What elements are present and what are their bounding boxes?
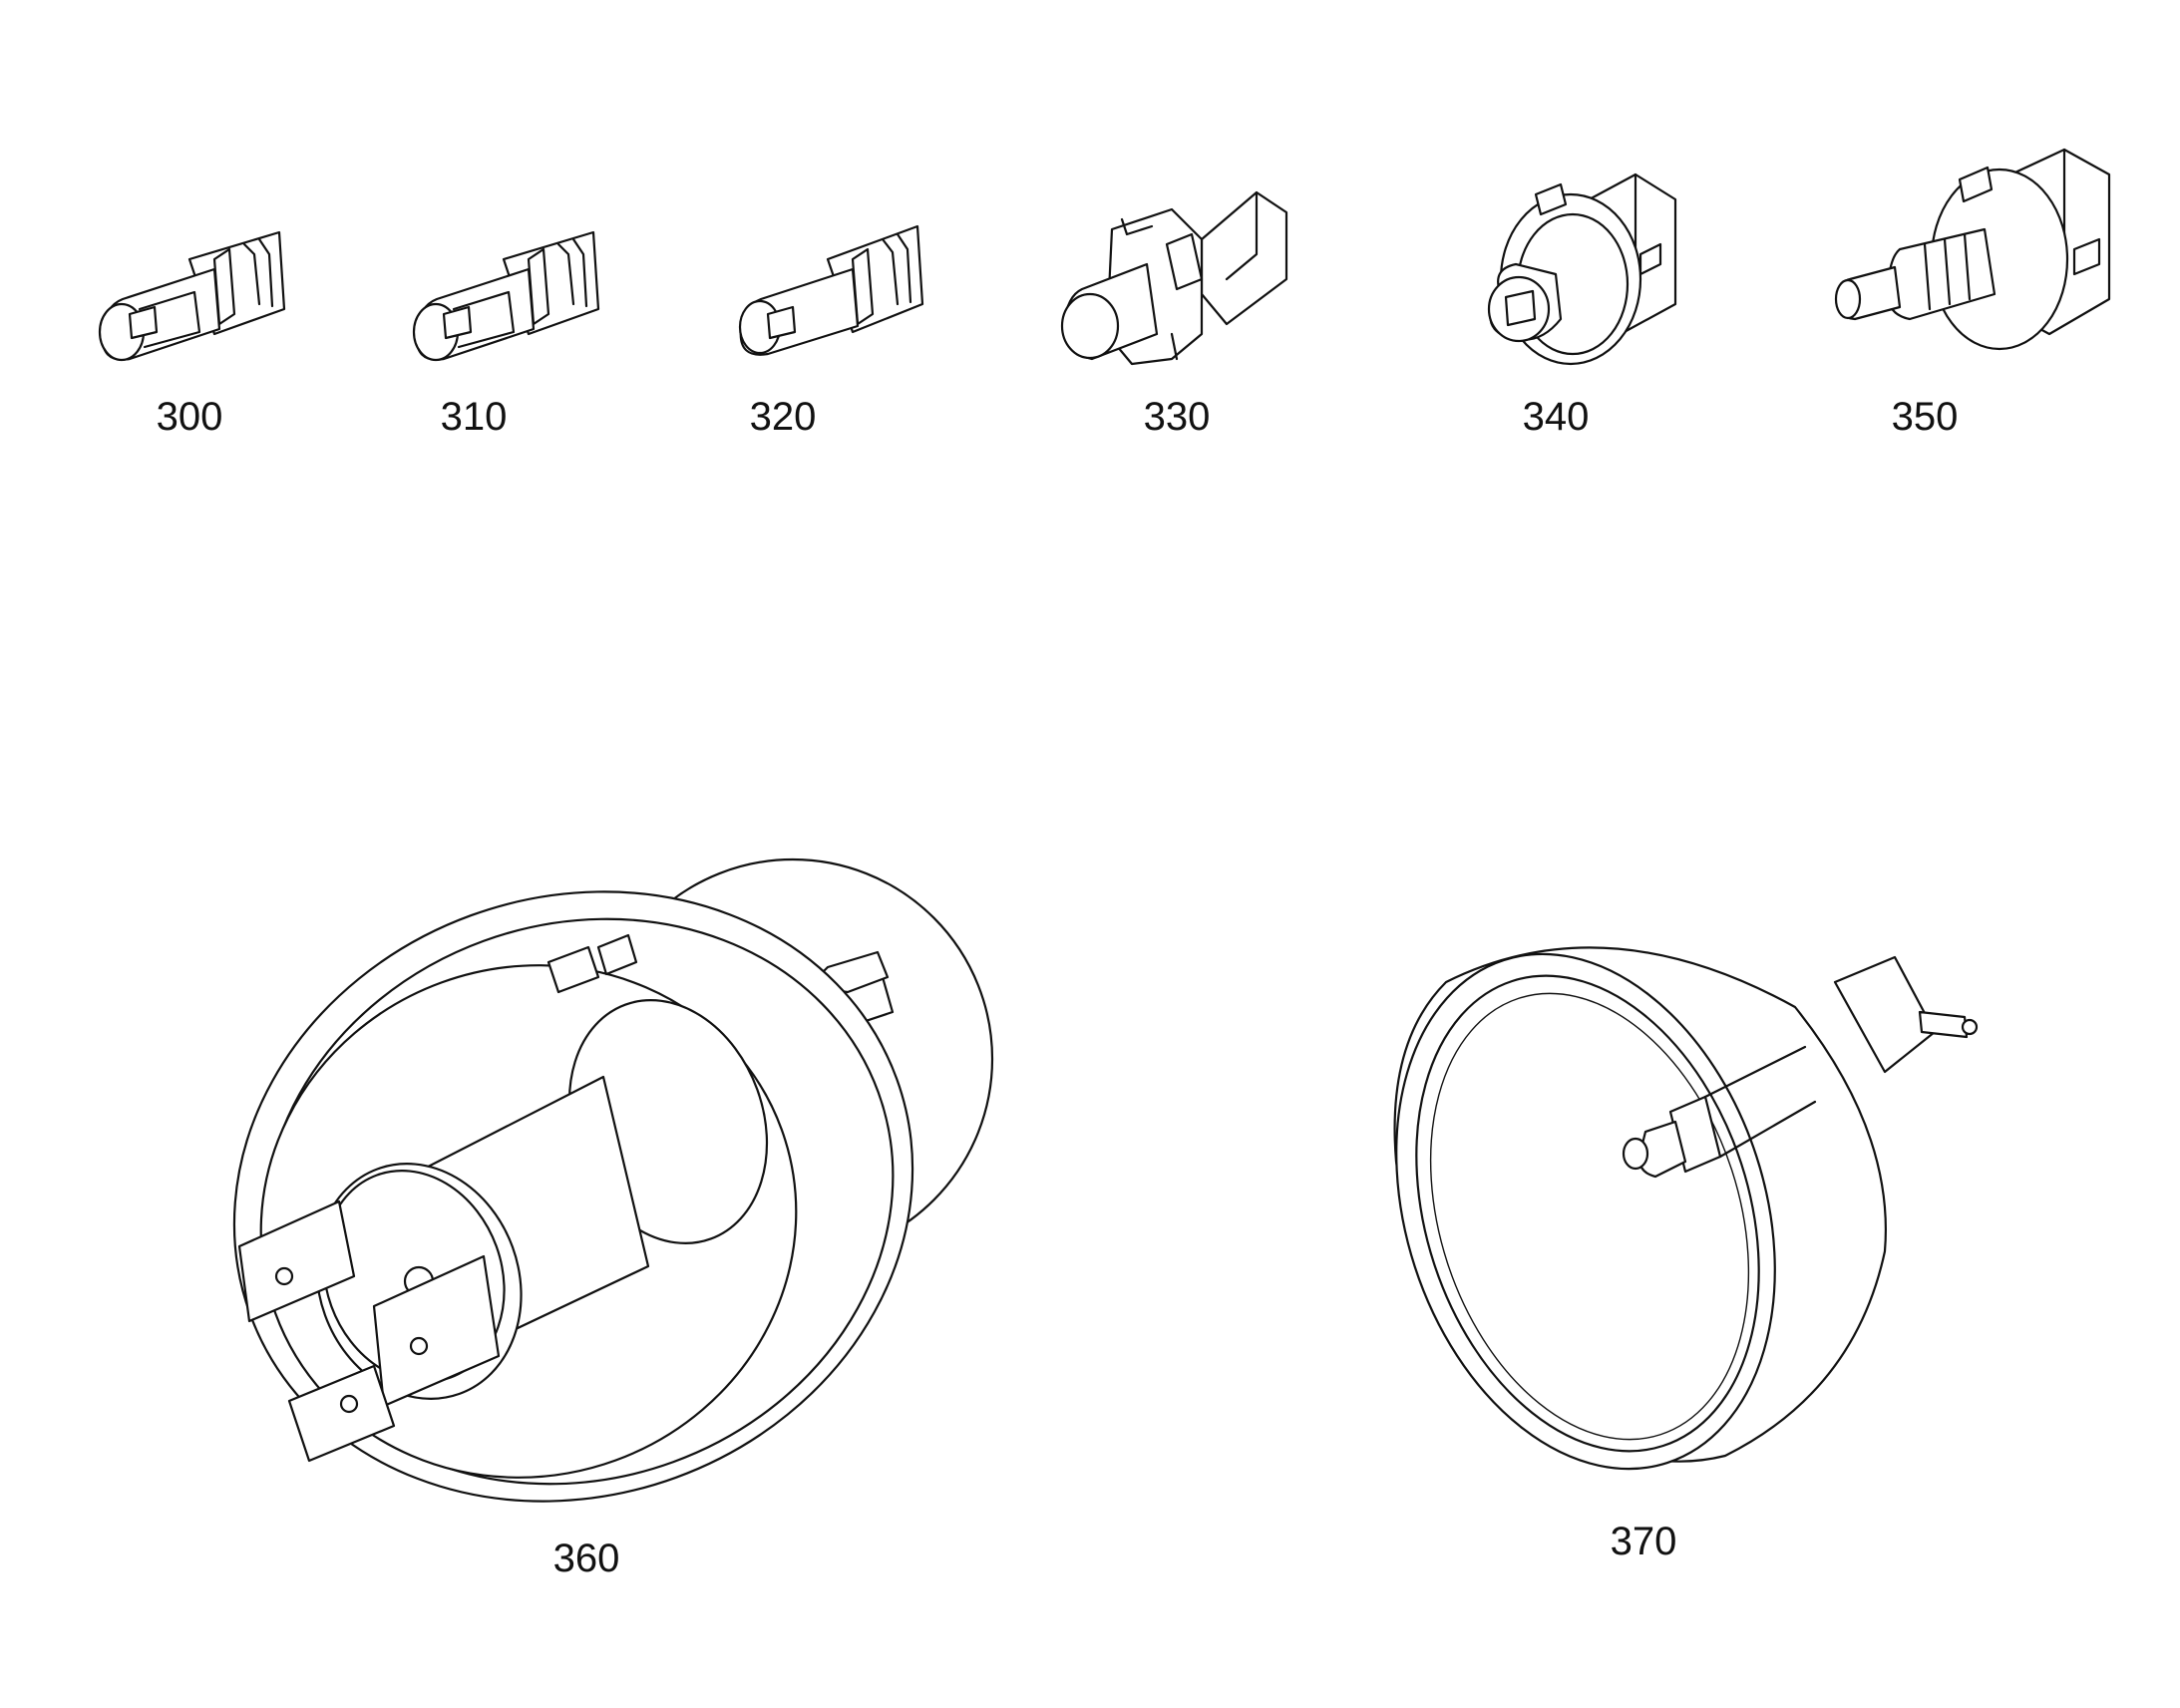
wedge-bulb-holder-icon xyxy=(412,230,600,362)
halogen-bulb-socket-icon xyxy=(1834,148,2111,351)
part-310[interactable]: 310 xyxy=(409,214,608,444)
part-label: 340 xyxy=(1522,395,1590,439)
part-340[interactable]: 340 xyxy=(1461,170,1700,444)
part-label: 370 xyxy=(1610,1520,1677,1563)
part-label: 320 xyxy=(749,395,817,439)
part-label: 300 xyxy=(156,395,223,439)
wedge-bulb-holder-icon xyxy=(738,224,924,356)
part-320[interactable]: 320 xyxy=(733,214,932,444)
reflector-halogen-bulb-icon xyxy=(1393,946,1979,1471)
part-label: 350 xyxy=(1891,395,1959,439)
part-label: 360 xyxy=(552,1537,620,1580)
wedge-bulb-holder-icon xyxy=(98,230,286,362)
part-label: 310 xyxy=(440,395,508,439)
part-350[interactable]: 350 xyxy=(1830,148,2129,444)
part-330[interactable]: 330 xyxy=(1052,184,1311,444)
part-label: 330 xyxy=(1143,395,1211,439)
led-bulb-socket-icon xyxy=(1060,190,1288,366)
part-360[interactable]: 360 xyxy=(229,838,1007,1595)
h4-headlight-bulb-icon xyxy=(232,857,994,1503)
part-370[interactable]: 370 xyxy=(1376,922,1995,1610)
bulb-twist-socket-icon xyxy=(1487,172,1677,366)
part-300[interactable]: 300 xyxy=(95,214,294,444)
